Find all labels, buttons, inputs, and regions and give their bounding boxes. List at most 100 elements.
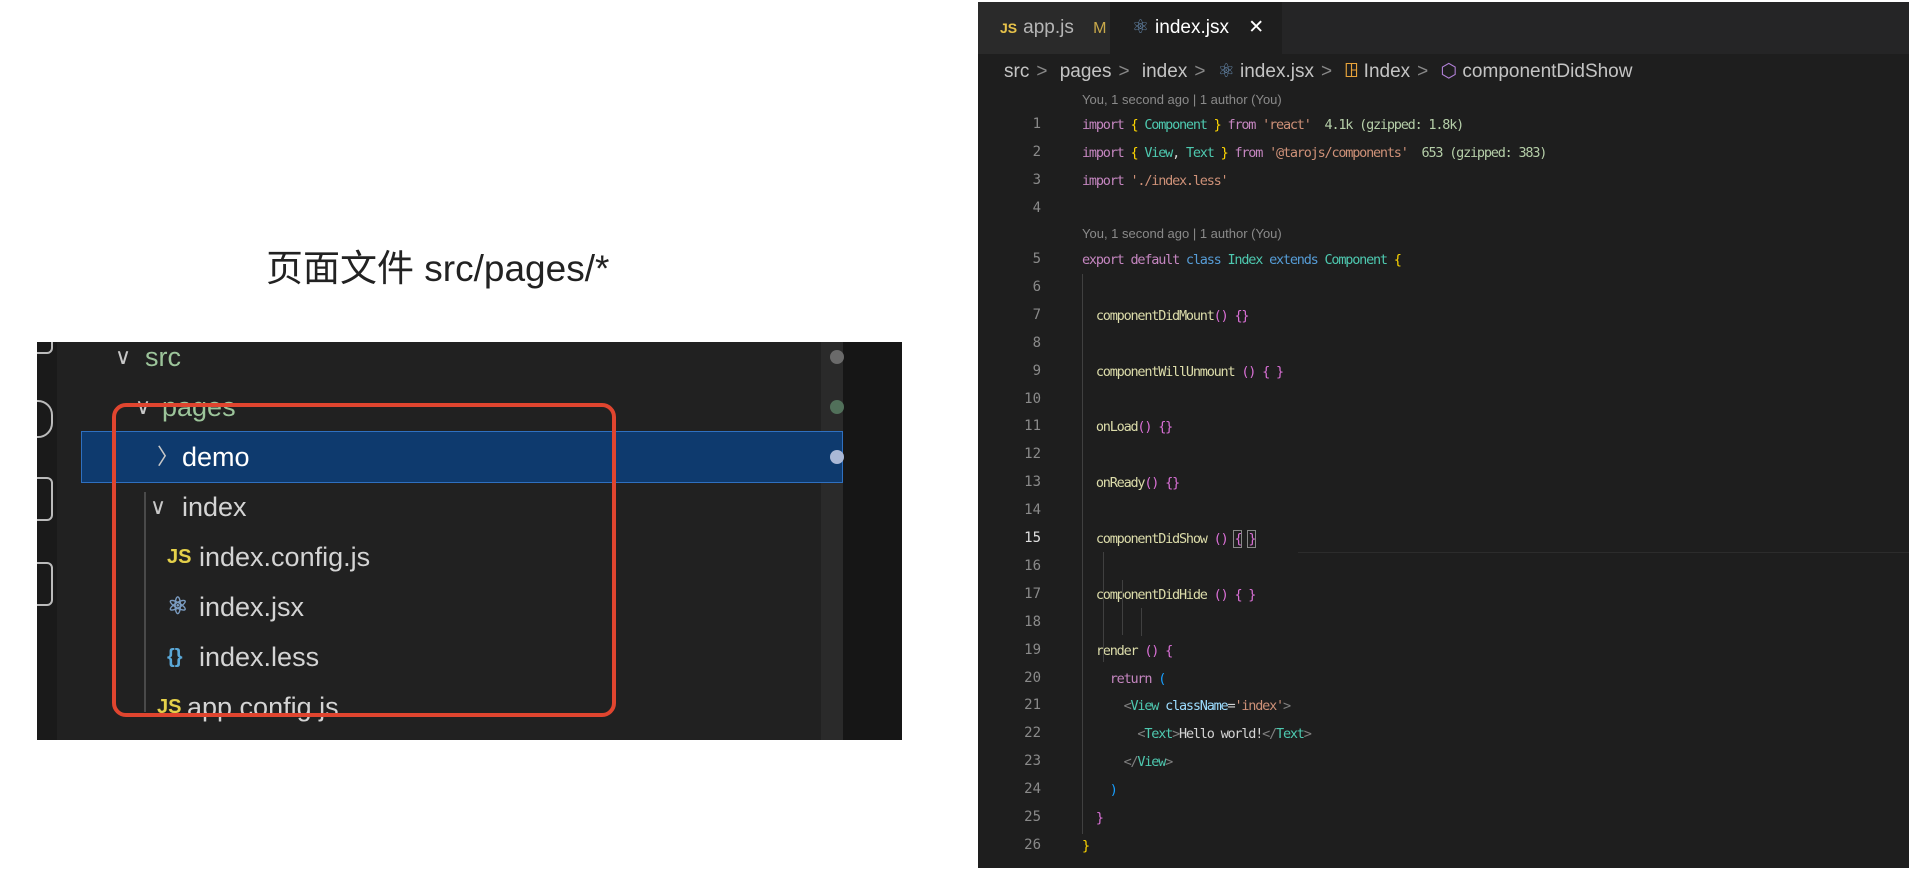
code-token: ( [1158,670,1166,687]
tree-item-src[interactable]: ∨src [82,342,844,382]
code-token: () [1137,419,1159,436]
line-number: 26 [1024,836,1041,853]
line-number: 16 [1024,557,1041,574]
tree-item-index-jsx[interactable]: ⚛index.jsx [82,582,842,632]
line-number: 22 [1024,725,1041,742]
code-token: { } [1234,586,1256,603]
code-line[interactable]: render () { [1082,637,1173,665]
line-number: 17 [1024,585,1041,602]
line-number: 2 [1032,143,1041,160]
code-token: () [1241,363,1263,380]
code-token: { [1393,252,1402,268]
tab-label: app.js [1023,17,1074,38]
line-number: 25 [1024,809,1041,825]
code-line[interactable]: <View className='index'> [1082,692,1292,720]
code-token: default [1130,252,1186,268]
code-line[interactable]: ) [1082,776,1118,804]
line-number: 14 [1024,502,1041,519]
code-token: from [1227,117,1263,133]
source-control-icon[interactable] [37,477,53,521]
line-number: 20 [1024,669,1041,686]
current-line-highlight [1298,552,1909,553]
highlight-box [112,403,616,717]
code-token: 'react' [1262,117,1312,133]
git-status-dot [830,450,844,464]
code-line[interactable]: } [1082,832,1090,860]
search-icon[interactable] [37,400,53,438]
code-token: </ [1262,726,1277,743]
line-number: 6 [1032,278,1041,295]
code-line[interactable]: </View> [1082,748,1174,776]
tree-item-demo[interactable]: 〉demo [81,431,844,483]
line-number: 18 [1024,613,1041,630]
tab-index-jsx[interactable]: ⚛index.jsx ✕ [1110,2,1282,54]
breadcrumb-src[interactable]: src [1004,61,1030,82]
line-number: 10 [1024,390,1041,407]
code-line[interactable]: onLoad() {} [1082,413,1173,441]
code-token: 653 (gzipped: 383) [1407,144,1548,161]
line-number: 4 [1032,199,1041,216]
code-token: onLoad [1082,419,1139,436]
codelens[interactable]: You, 1 second ago | 1 author (You) [1082,92,1282,107]
close-icon[interactable]: ✕ [1248,17,1265,38]
line-number: 24 [1024,781,1041,798]
code-line[interactable]: return ( [1082,665,1167,693]
tab-label: index.jsx [1155,17,1229,38]
indent-guide [144,492,146,712]
breadcrumb-method[interactable]: componentDidShow [1462,61,1633,82]
class-icon: ꖸ [1344,61,1364,82]
code-line[interactable]: onReady() {} [1082,469,1180,497]
breadcrumb-file[interactable]: index.jsx [1240,61,1314,82]
code-line[interactable]: import { View, Text } from '@tarojs/comp… [1082,139,1548,167]
code-token: } [1206,117,1228,133]
tree-item-index-config-js[interactable]: JS index.config.js [82,532,842,582]
code-token: { [1233,530,1243,548]
code-token: export [1082,252,1131,268]
code-token: from [1234,144,1270,161]
code-token: 'index' [1234,698,1284,715]
tree-item-index[interactable]: ∨index [82,482,842,532]
code-token: } [1247,530,1256,548]
breadcrumb-index-folder[interactable]: index [1141,61,1188,82]
js-file-icon: JS [167,546,192,568]
code-token: > [1165,754,1173,771]
code-line[interactable]: componentDidMount() {} [1082,302,1250,330]
code-token: {} [1158,419,1173,436]
tree-item-label: index.config.js [199,542,371,572]
code-token: import [1082,117,1131,133]
tree-item-index-less[interactable]: {}index.less [82,632,842,682]
code-line[interactable]: componentDidHide () { } [1082,581,1257,609]
code-token: ) [1082,782,1118,799]
tree-item-label: demo [182,442,250,472]
extensions-icon[interactable] [37,562,53,606]
code-token: < [1082,726,1145,743]
code-line[interactable]: } [1082,804,1104,832]
activity-bar [37,342,57,740]
code-token: '@tarojs/components' [1269,144,1409,161]
code-line[interactable]: <Text>Hello world!</Text> [1082,720,1311,748]
files-icon[interactable] [37,342,53,354]
code-token: render [1082,642,1145,659]
breadcrumb-pages[interactable]: pages [1059,61,1112,82]
code-token: () [1213,586,1235,603]
line-number: 15 [1024,530,1041,546]
codelens[interactable]: You, 1 second ago | 1 author (You) [1082,226,1282,241]
code-line[interactable]: import './index.less' [1082,167,1229,195]
code-token: { [1130,144,1145,161]
code-line[interactable]: componentDidShow () { } [1082,525,1256,553]
code-line[interactable]: import { Component } from 'react' 4.1k (… [1082,111,1464,139]
indent-guide [1141,608,1142,636]
code-token: componentDidHide [1082,586,1214,603]
code-line[interactable]: export default class Index extends Compo… [1082,246,1402,274]
breadcrumb-class[interactable]: Index [1363,61,1411,82]
tree-item-label: pages [162,392,236,422]
code-token: {} [1165,475,1180,492]
code-token: { [1165,642,1173,659]
git-status-dot [830,400,844,414]
code-line[interactable]: componentWillUnmount () { } [1082,358,1284,386]
code-token: () [1144,642,1166,659]
